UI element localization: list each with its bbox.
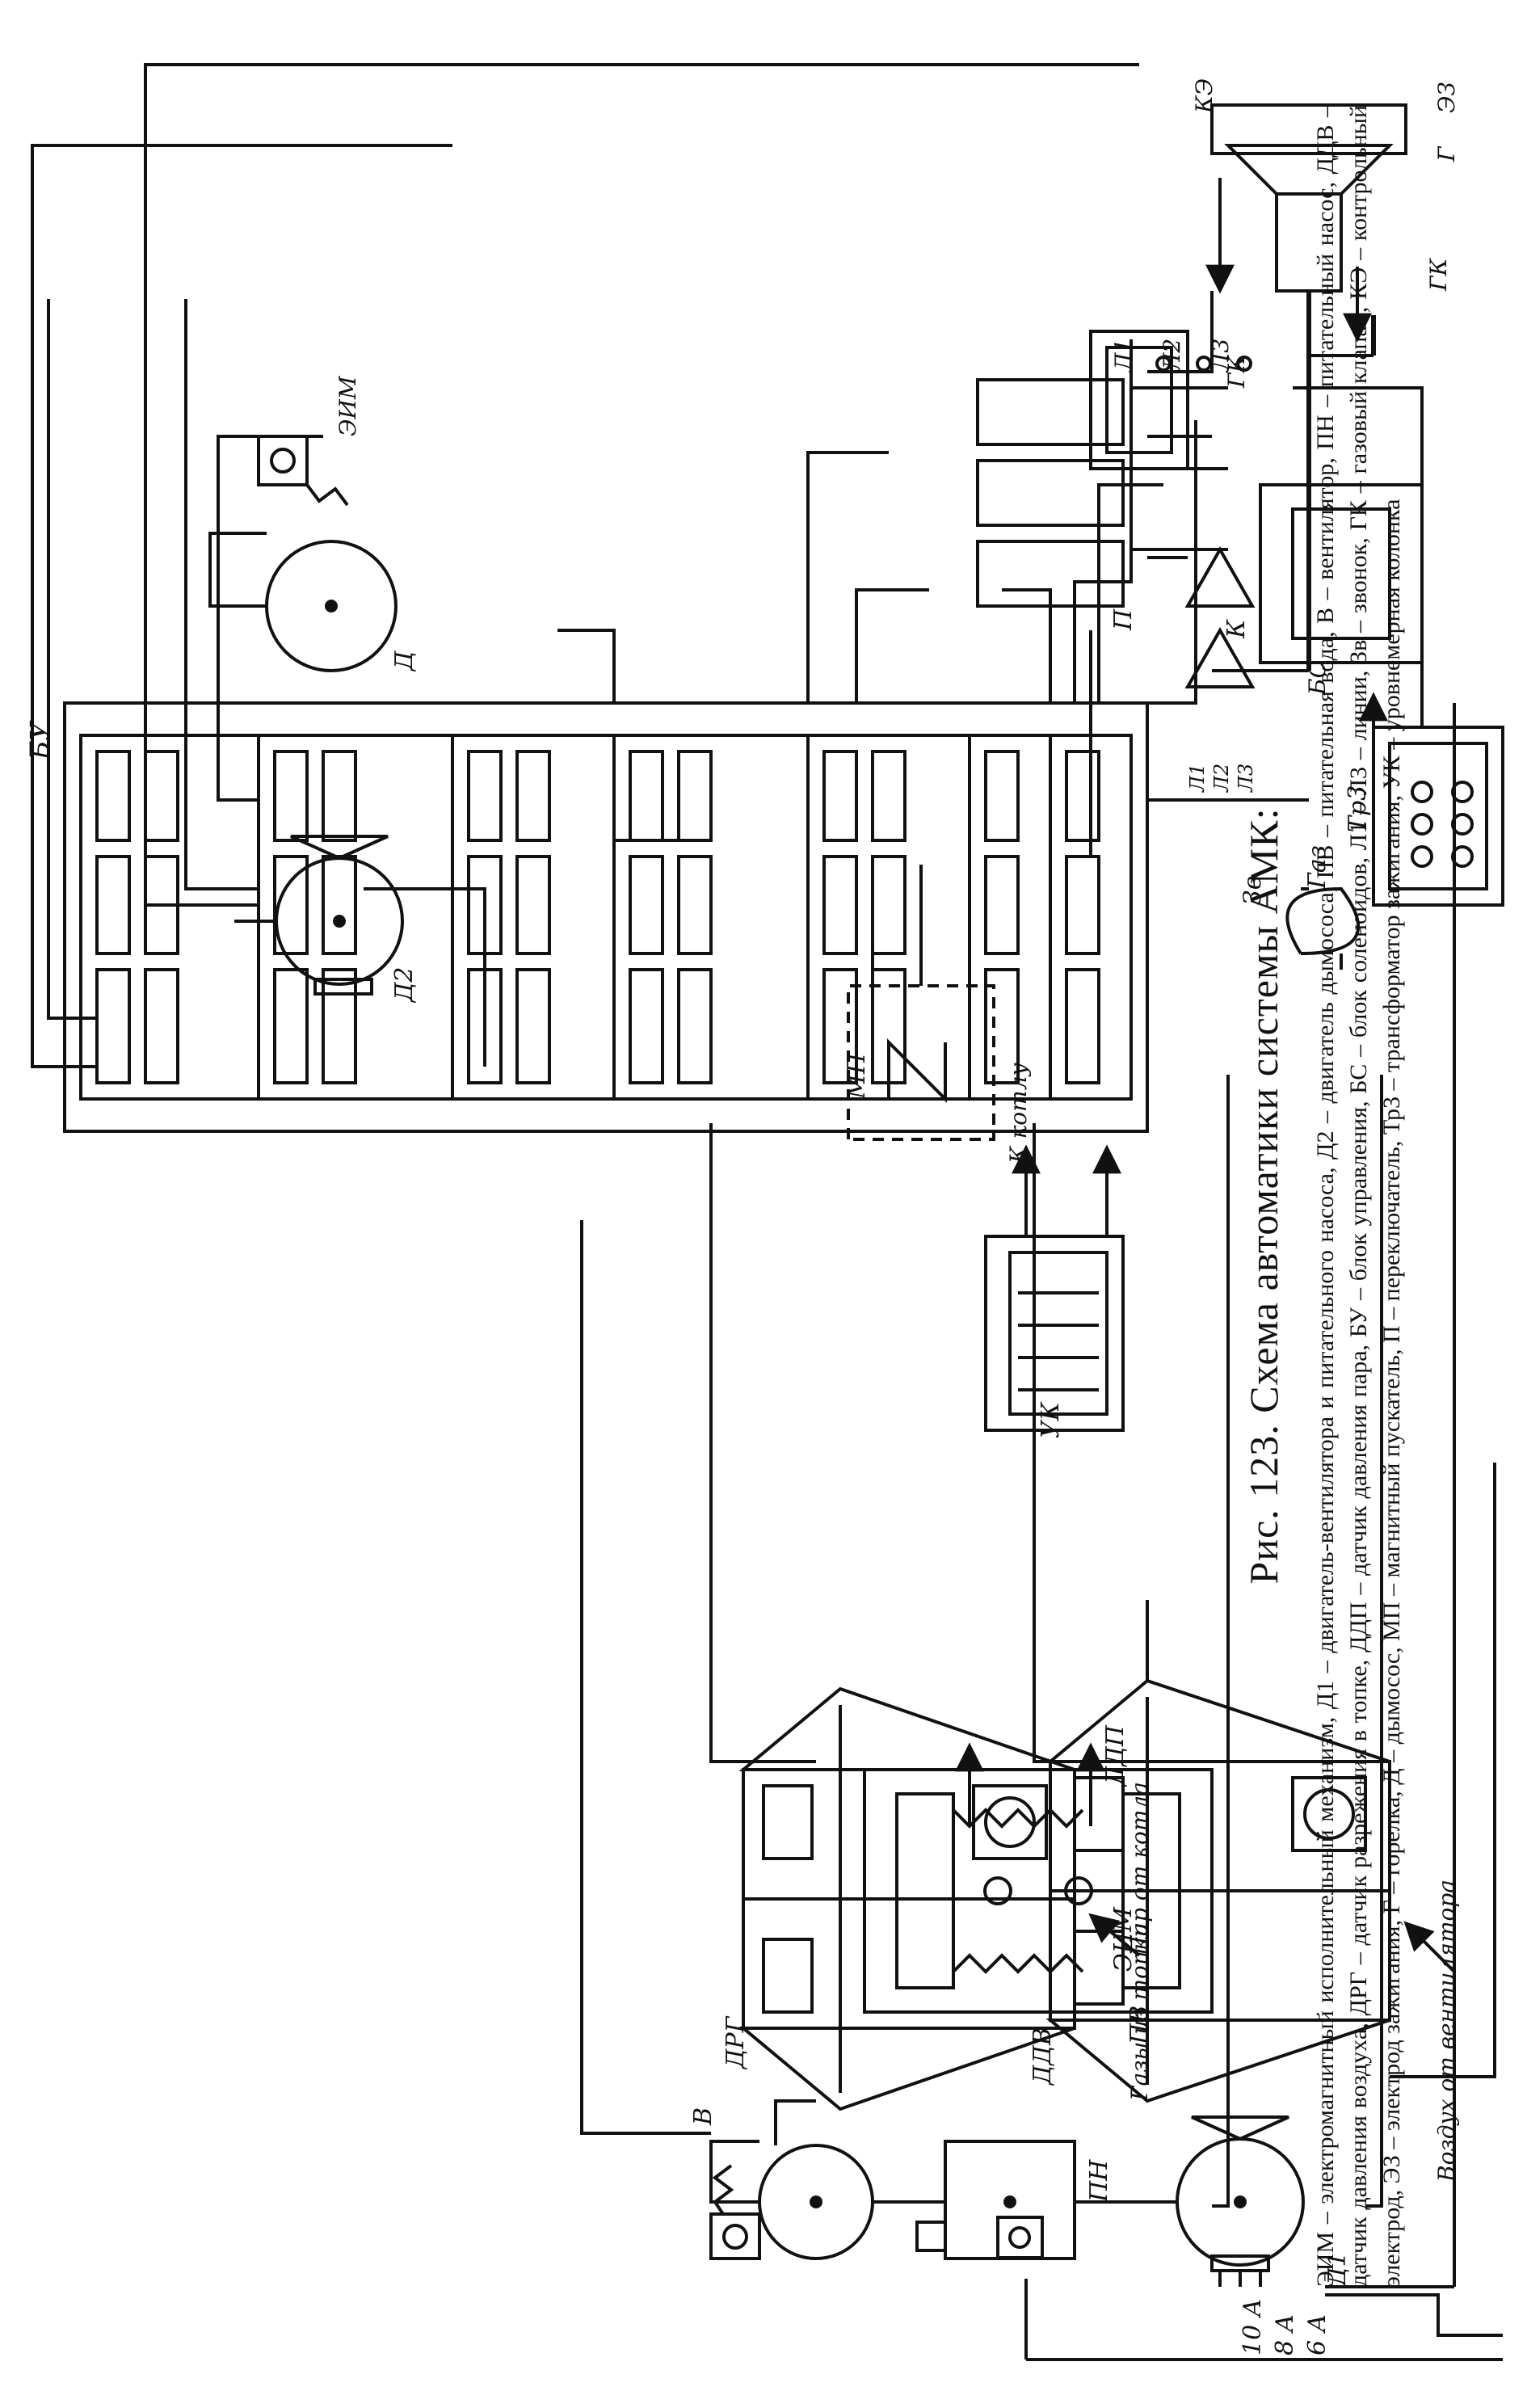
label-pv: ПВ	[1125, 2006, 1154, 2045]
label-k: К	[1222, 619, 1251, 639]
label-bu-l3: Л3	[1235, 764, 1257, 793]
label-steam: Пар от котла	[1126, 1782, 1153, 1956]
figure-title: Рис. 123. Схема автоматики системы АМК:	[1241, 807, 1286, 1585]
label-ddp: ДДП	[1101, 1724, 1129, 1787]
control-unit-bu	[63, 701, 1149, 1133]
label-l1: Л1	[1110, 339, 1137, 373]
starter-mp	[847, 865, 995, 1141]
label-l3: Л3	[1207, 339, 1234, 373]
label-p: П	[1109, 608, 1138, 631]
sensor-drg-body	[738, 1686, 1076, 2111]
wiring	[31, 63, 1504, 2361]
label-d2: Д2	[390, 967, 419, 1004]
label-air-from-fan: Воздух от вентилятора	[1433, 1880, 1460, 2183]
level-column-uk	[984, 1144, 1125, 1432]
label-eim-exhauster: ЭИМ	[334, 375, 361, 436]
fan-v	[709, 2099, 874, 2260]
label-pn: ПН	[1085, 2159, 1113, 2203]
gas-train	[1089, 103, 1424, 688]
label-d1: Д1	[1323, 2252, 1352, 2288]
label-g: Г	[1433, 145, 1460, 162]
label-l2: Л2	[1159, 339, 1185, 373]
label-bu: БУ	[24, 719, 55, 760]
label-gk-1: ГК	[1223, 354, 1250, 389]
bell-zv	[1285, 886, 1361, 970]
label-gas: Газ	[1303, 845, 1331, 890]
label-to-boiler: К котлу	[1005, 1062, 1032, 1164]
label-mp: МП	[843, 1052, 871, 1100]
label-tr3: Тр3	[1344, 785, 1372, 832]
label-zv: Зв	[1239, 876, 1267, 905]
eim-fan-actuator	[709, 2164, 1044, 2260]
label-gases: Газы из топки	[1126, 1922, 1153, 2102]
label-d: Д	[390, 650, 419, 672]
label-drg: ДРГ	[721, 2015, 750, 2070]
label-gk-2: ГК	[1425, 257, 1452, 292]
pump-pn	[915, 2140, 1076, 2260]
label-bu-l1: Л1	[1186, 764, 1209, 793]
label-ke: КЭ	[1191, 78, 1218, 114]
bu-relay-cells	[95, 750, 1100, 1084]
exhauster-d	[208, 435, 398, 672]
label-8a: 8 А	[1271, 2314, 1299, 2355]
diagram-labels: 10 А 8 А 6 А Д1 ПН ПВ ЭИМ В ДДВ Воздух о…	[24, 78, 1460, 2355]
figure-legend: ЭИМ – электромагнитный исполнительный ме…	[1312, 105, 1405, 2287]
label-bu-l2: Л2	[1210, 764, 1233, 793]
label-ddv: ДДВ	[1029, 2027, 1057, 2086]
label-eim-fan: ЭИМ	[1109, 1906, 1138, 1972]
label-bs: БС	[1304, 661, 1331, 696]
label-uk: УК	[1037, 1401, 1065, 1438]
label-v: В	[689, 2107, 717, 2126]
label-6a: 6 А	[1303, 2314, 1331, 2355]
label-10a: 10 А	[1239, 2299, 1267, 2355]
label-ez: ЭЗ	[1433, 82, 1460, 113]
sensor-ddp-body	[863, 1768, 1214, 2014]
